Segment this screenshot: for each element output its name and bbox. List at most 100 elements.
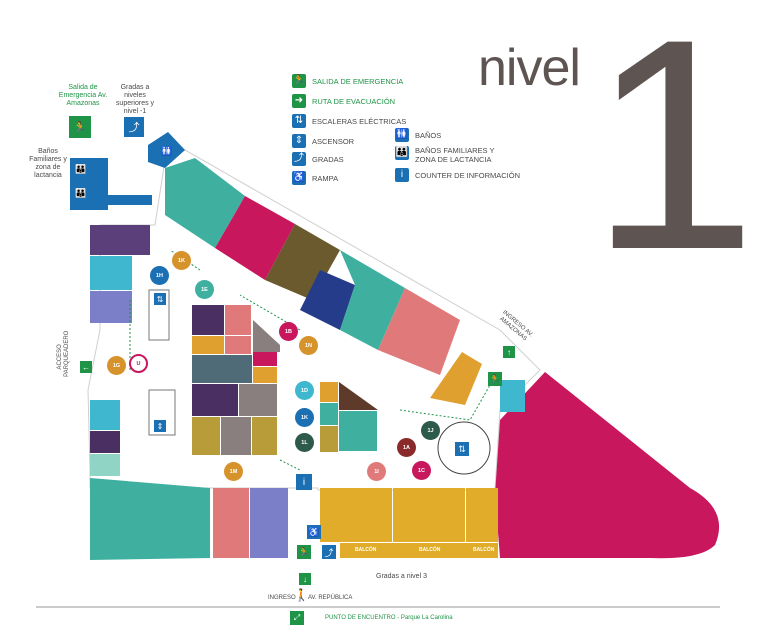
store-marker-1d: 1D xyxy=(295,381,314,400)
restroom-icon: 🚻 xyxy=(160,144,174,158)
store-marker-1k: 1K xyxy=(172,251,191,270)
store-marker-1a: 1A xyxy=(397,438,416,457)
av-republica-label: AV. REPÚBLICA xyxy=(308,595,353,601)
escalator-icon: ⇅ xyxy=(154,293,166,305)
store-left-2 xyxy=(90,256,132,290)
store-center-3 xyxy=(192,336,224,354)
legend-salida-label: SALIDA DE EMERGENCIA xyxy=(312,76,404,86)
route-2 xyxy=(239,294,301,331)
acceso-parqueadero-label: ACCESO PARQUEADERO xyxy=(57,330,70,377)
store-center-13 xyxy=(252,417,277,455)
store-marker-1h: 1H xyxy=(150,266,169,285)
store-center-6 xyxy=(253,352,277,366)
elevator-icon: ⇕ xyxy=(154,420,166,432)
store-center-9 xyxy=(192,384,238,416)
store-yellow-3 xyxy=(466,488,498,542)
legend-escaleras-label: ESCALERAS ELÉCTRICAS xyxy=(312,116,407,126)
store-marker-1k-blue: 1K xyxy=(295,408,314,427)
wheelchair-icon: ♿ xyxy=(292,171,306,185)
punto-encuentro-label: PUNTO DE ENCUENTRO - Parque La Carolina xyxy=(325,615,453,621)
store-cr-3 xyxy=(320,403,338,425)
family-restroom-icon: 👪 xyxy=(74,162,88,176)
legend-banos-label: BAÑOS xyxy=(415,130,442,140)
legend-ruta-label: RUTA DE EVACUACIÓN xyxy=(312,96,396,106)
store-left-1 xyxy=(90,225,150,255)
arrow-left-icon: ← xyxy=(80,361,92,373)
legend-escaleras: ⇅ ESCALERAS ELÉCTRICAS xyxy=(292,114,406,128)
store-diag-6 xyxy=(378,288,460,375)
legend-counter-label: COUNTER DE INFORMACIÓN xyxy=(415,170,520,180)
store-center-10 xyxy=(239,384,277,416)
info-icon: i xyxy=(395,168,409,182)
emergency-exit-icon: 🏃 xyxy=(488,372,502,386)
legend-salida: 🏃 SALIDA DE EMERGENCIA xyxy=(292,74,403,88)
legend-banos: 🚻 BAÑOS xyxy=(395,128,441,142)
store-bottom-2 xyxy=(213,488,249,558)
store-marker-1m: 1M xyxy=(224,462,243,481)
store-left-5 xyxy=(90,431,120,453)
store-marker-1e: 1E xyxy=(195,280,214,299)
legend-ruta: ➜ RUTA DE EVACUACIÓN xyxy=(292,94,395,108)
salida-amazonas-label: Salida de Emergencia Av. Amazonas xyxy=(58,84,108,108)
emergency-exit-icon: 🏃 xyxy=(292,74,306,88)
arrow-right-icon: ➜ xyxy=(292,94,306,108)
emergency-exit-icon: 🏃 xyxy=(69,116,91,138)
store-center-11 xyxy=(192,417,220,455)
store-center-8 xyxy=(253,320,280,352)
store-cr-4 xyxy=(339,411,377,451)
escalator-icon: ⇅ xyxy=(455,442,469,456)
legend-counter: i COUNTER DE INFORMACIÓN xyxy=(395,168,520,182)
balcon-strip xyxy=(340,543,498,558)
store-left-6 xyxy=(90,454,120,476)
elevator-icon: ⇕ xyxy=(292,134,306,148)
arrow-up-icon: ↑ xyxy=(503,346,515,358)
balcon-label-2: BALCÓN xyxy=(419,547,441,553)
store-marker-1c: 1C xyxy=(412,461,431,480)
logo-marker-icon: U xyxy=(129,354,148,373)
store-diag-7 xyxy=(430,352,482,405)
stairs-icon: ⤴ xyxy=(292,152,306,166)
store-bottom-3 xyxy=(250,488,288,558)
store-cr-2 xyxy=(339,382,378,410)
gradas-niveles-label: Gradas a niveles superiores y nivel -1 xyxy=(115,84,155,116)
store-diag-4 xyxy=(300,270,355,330)
store-center-12 xyxy=(221,417,251,455)
legend-banos-familiares: 👪 BAÑOS FAMILIARES Y ZONA DE LACTANCIA xyxy=(395,146,505,164)
store-diag-2 xyxy=(215,196,295,280)
store-left-4 xyxy=(90,400,120,430)
wheelchair-icon: ♿ xyxy=(307,525,321,539)
store-marker-1l: 1L xyxy=(295,433,314,452)
legend-banos-familiares-label: BAÑOS FAMILIARES Y ZONA DE LACTANCIA xyxy=(415,146,495,164)
info-counter-icon: i xyxy=(296,474,312,490)
store-marker-1j: 1J xyxy=(421,421,440,440)
banos-familiares-label: Baños Familiares y zona de lactancia xyxy=(29,148,67,180)
balcon-label-1: BALCÓN xyxy=(355,547,377,553)
stairs-icon: ⤴ xyxy=(322,545,336,559)
route-4 xyxy=(399,384,491,421)
store-yellow-2 xyxy=(393,488,465,542)
store-marker-1i: 1I xyxy=(367,462,386,481)
store-cr-1 xyxy=(320,382,338,402)
meeting-point-icon: ⤢ xyxy=(290,611,304,625)
restroom-icon: 🚻 xyxy=(395,128,409,142)
store-diag-5 xyxy=(340,250,405,350)
store-center-5 xyxy=(192,355,252,383)
store-diag-1 xyxy=(165,158,245,248)
restroom-corridor xyxy=(108,195,152,205)
family-restroom-icon: 👪 xyxy=(74,186,88,200)
store-right-small xyxy=(500,380,525,412)
store-center-2 xyxy=(225,305,251,335)
legend-rampa: ♿ RAMPA xyxy=(292,171,338,185)
balcon-label-3: BALCÓN xyxy=(473,547,495,553)
level-title-number: 1 xyxy=(590,0,757,312)
level-title-word: nivel xyxy=(478,39,581,97)
family-restroom-icon: 👪 xyxy=(395,146,409,160)
legend-gradas: ⤴ GRADAS xyxy=(292,152,344,166)
store-center-4 xyxy=(225,336,251,354)
store-anchor-right xyxy=(495,372,720,559)
store-yellow-1 xyxy=(320,488,392,542)
store-bottom-left xyxy=(90,478,210,560)
store-left-3 xyxy=(90,291,132,323)
escalator-icon: ⇅ xyxy=(292,114,306,128)
store-marker-1b: 1B xyxy=(279,322,298,341)
